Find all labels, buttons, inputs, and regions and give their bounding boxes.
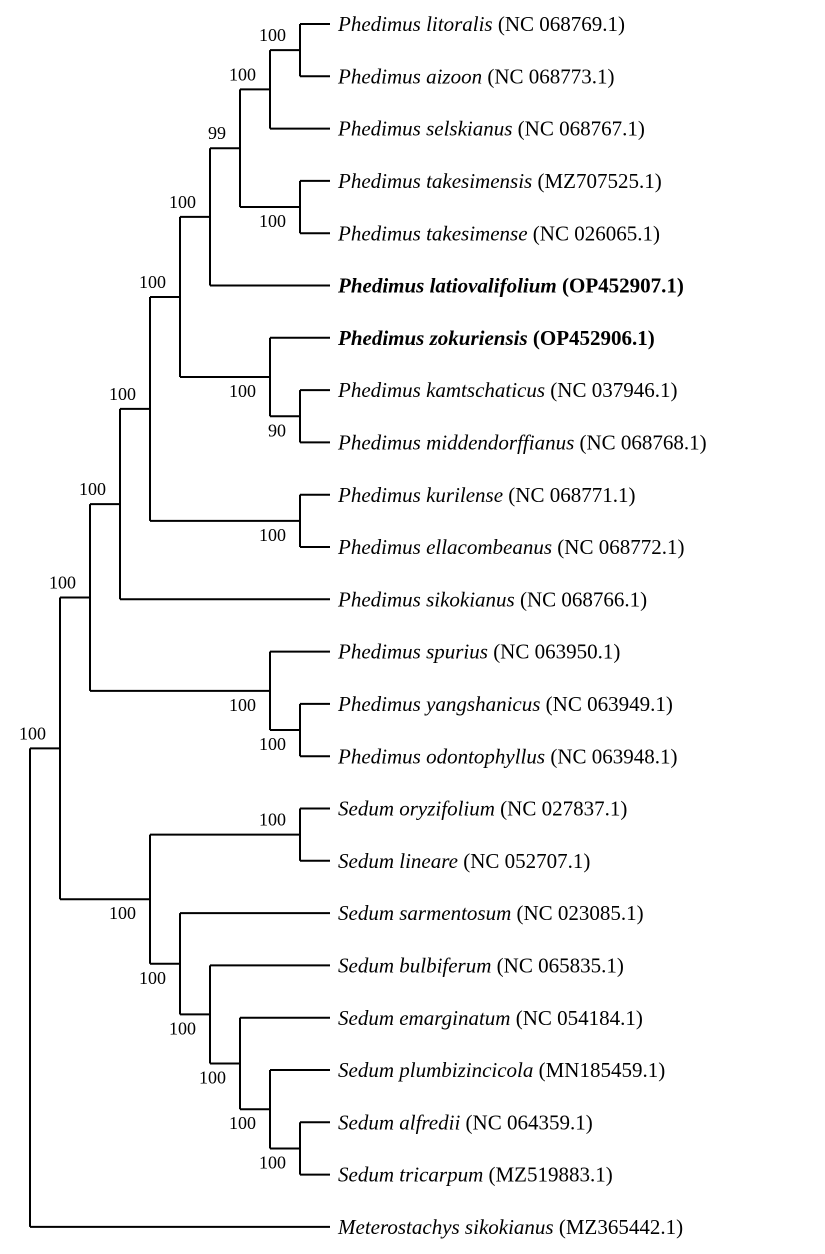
taxon-accession: (OP452906.1) [528, 326, 655, 350]
taxon-accession: (NC 023085.1) [511, 901, 643, 925]
bootstrap-value: 100 [169, 1018, 196, 1038]
taxon-label: Phedimus kamtschaticus (NC 037946.1) [337, 378, 677, 402]
taxon-accession: (NC 068771.1) [503, 483, 635, 507]
taxon-name: Phedimus odontophyllus [337, 744, 545, 768]
taxon-name: Meterostachys sikokianus [337, 1215, 554, 1239]
taxon-name: Sedum tricarpum [338, 1163, 483, 1187]
bootstrap-value: 100 [139, 968, 166, 988]
bootstrap-value: 100 [259, 211, 286, 231]
taxon-accession: (NC 068767.1) [512, 117, 644, 141]
taxon-accession: (NC 065835.1) [491, 954, 623, 978]
bootstrap-value: 100 [229, 381, 256, 401]
taxon-accession: (NC 063950.1) [488, 640, 620, 664]
bootstrap-value: 99 [208, 123, 226, 143]
taxon-name: Sedum sarmentosum [338, 901, 511, 925]
taxon-name: Sedum plumbizincicola [338, 1058, 533, 1082]
taxon-label: Phedimus kurilense (NC 068771.1) [337, 483, 635, 507]
bootstrap-value: 100 [259, 525, 286, 545]
bootstrap-value: 100 [139, 272, 166, 292]
taxon-label: Phedimus zokuriensis (OP452906.1) [337, 326, 655, 350]
taxon-label: Phedimus spurius (NC 063950.1) [337, 640, 620, 664]
taxon-accession: (NC 064359.1) [460, 1110, 592, 1134]
bootstrap-value: 100 [19, 723, 46, 743]
taxon-accession: (MN185459.1) [533, 1058, 665, 1082]
taxon-name: Phedimus ellacombeanus [337, 535, 552, 559]
taxon-accession: (NC 068766.1) [515, 587, 647, 611]
bootstrap-value: 100 [229, 64, 256, 84]
taxon-name: Phedimus selskianus [337, 117, 512, 141]
taxon-name: Phedimus aizoon [337, 64, 482, 88]
taxon-accession: (NC 063949.1) [540, 692, 672, 716]
taxon-name: Phedimus latiovalifolium [337, 274, 557, 298]
taxon-label: Phedimus latiovalifolium (OP452907.1) [337, 274, 684, 298]
taxon-label: Phedimus ellacombeanus (NC 068772.1) [337, 535, 684, 559]
taxon-label: Phedimus selskianus (NC 068767.1) [337, 117, 645, 141]
taxon-label: Sedum lineare (NC 052707.1) [338, 849, 590, 873]
bootstrap-value: 100 [49, 572, 76, 592]
taxon-accession: (MZ519883.1) [483, 1163, 613, 1187]
bootstrap-value: 100 [259, 734, 286, 754]
taxon-name: Phedimus spurius [337, 640, 488, 664]
taxon-label: Sedum alfredii (NC 064359.1) [338, 1110, 593, 1134]
bootstrap-value: 100 [229, 1113, 256, 1133]
taxon-label: Sedum tricarpum (MZ519883.1) [338, 1163, 613, 1187]
taxon-accession: (OP452907.1) [557, 274, 684, 298]
taxon-accession: (NC 026065.1) [528, 221, 660, 245]
taxon-label: Phedimus litoralis (NC 068769.1) [337, 12, 625, 36]
taxon-label: Sedum oryzifolium (NC 027837.1) [338, 797, 627, 821]
bootstrap-value: 100 [109, 903, 136, 923]
taxon-name: Phedimus middendorffianus [337, 431, 574, 455]
taxon-accession: (NC 037946.1) [545, 378, 677, 402]
taxon-label: Phedimus sikokianus (NC 068766.1) [337, 587, 647, 611]
taxon-name: Sedum emarginatum [338, 1006, 510, 1030]
taxon-label: Phedimus takesimense (NC 026065.1) [337, 221, 660, 245]
taxon-accession: (NC 068768.1) [574, 431, 706, 455]
taxon-label: Sedum sarmentosum (NC 023085.1) [338, 901, 644, 925]
taxon-accession: (NC 054184.1) [510, 1006, 642, 1030]
taxon-name: Sedum bulbiferum [338, 954, 491, 978]
taxon-name: Phedimus sikokianus [337, 587, 515, 611]
taxon-label: Sedum bulbiferum (NC 065835.1) [338, 954, 624, 978]
bootstrap-value: 100 [79, 479, 106, 499]
bootstrap-value: 100 [229, 695, 256, 715]
taxon-name: Phedimus takesimense [337, 221, 528, 245]
taxon-name: Phedimus kurilense [337, 483, 503, 507]
taxon-accession: (NC 063948.1) [545, 744, 677, 768]
bootstrap-value: 100 [199, 1067, 226, 1087]
bootstrap-value: 100 [169, 192, 196, 212]
taxon-name: Phedimus kamtschaticus [337, 378, 545, 402]
taxon-name: Phedimus takesimensis [337, 169, 532, 193]
bootstrap-value: 100 [259, 810, 286, 830]
taxon-name: Sedum alfredii [338, 1110, 460, 1134]
taxon-accession: (NC 068773.1) [482, 64, 614, 88]
taxon-label: Sedum plumbizincicola (MN185459.1) [338, 1058, 665, 1082]
taxon-name: Sedum oryzifolium [338, 797, 495, 821]
taxon-label: Phedimus aizoon (NC 068773.1) [337, 64, 615, 88]
taxon-accession: (MZ707525.1) [532, 169, 662, 193]
bootstrap-value: 90 [268, 420, 286, 440]
taxon-accession: (NC 027837.1) [495, 797, 627, 821]
taxon-name: Sedum lineare [338, 849, 458, 873]
bootstrap-value: 100 [109, 384, 136, 404]
taxon-name: Phedimus zokuriensis [337, 326, 528, 350]
bootstrap-value: 100 [259, 1152, 286, 1172]
taxon-accession: (MZ365442.1) [554, 1215, 684, 1239]
taxon-accession: (NC 068772.1) [552, 535, 684, 559]
taxon-name: Phedimus yangshanicus [337, 692, 540, 716]
taxon-name: Phedimus litoralis [337, 12, 493, 36]
taxon-label: Phedimus takesimensis (MZ707525.1) [337, 169, 662, 193]
taxon-label: Phedimus odontophyllus (NC 063948.1) [337, 744, 678, 768]
bootstrap-value: 100 [259, 25, 286, 45]
taxon-accession: (NC 068769.1) [493, 12, 625, 36]
taxon-label: Phedimus middendorffianus (NC 068768.1) [337, 431, 707, 455]
taxon-label: Meterostachys sikokianus (MZ365442.1) [337, 1215, 683, 1239]
taxon-accession: (NC 052707.1) [458, 849, 590, 873]
taxon-label: Phedimus yangshanicus (NC 063949.1) [337, 692, 673, 716]
taxon-label: Sedum emarginatum (NC 054184.1) [338, 1006, 643, 1030]
